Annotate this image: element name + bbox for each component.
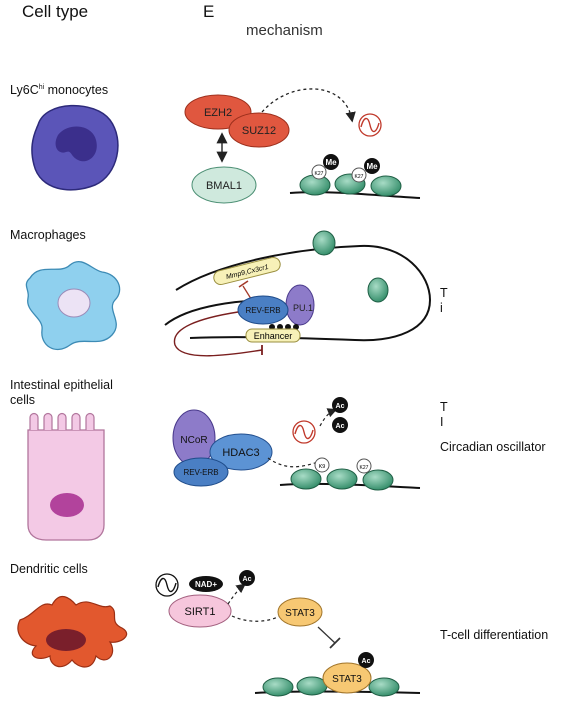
k27-label-1: K27 bbox=[315, 171, 324, 177]
suz12-protein: SUZ12 bbox=[228, 112, 290, 148]
sirt1-protein: SIRT1 bbox=[168, 594, 232, 628]
right-label-row3-c: Circadian oscillator bbox=[440, 440, 546, 454]
cell-label-intestinal-line1: Intestinal epithelial bbox=[10, 378, 113, 392]
k9-label: K9 bbox=[319, 464, 326, 470]
nad-badge: NAD+ bbox=[189, 576, 223, 592]
ezh2-label: EZH2 bbox=[204, 107, 232, 119]
dashed-arrow-row4 bbox=[227, 583, 246, 605]
ac-label-row4-2: Ac bbox=[362, 658, 371, 665]
nucleosomes-row3 bbox=[290, 468, 394, 491]
ac-label-row3-2: Ac bbox=[336, 423, 345, 430]
suz12-label: SUZ12 bbox=[242, 125, 276, 137]
cell-label-macrophages: Macrophages bbox=[10, 228, 86, 242]
ac-mark-row3-1: Ac bbox=[332, 397, 348, 413]
k27-label-2: K27 bbox=[355, 174, 364, 180]
me-label-1: Me bbox=[325, 158, 337, 167]
cell-label-monocytes-main: Ly6C bbox=[10, 83, 39, 98]
stat3-protein-2: STAT3 bbox=[322, 662, 372, 694]
k27-label-row3: K27 bbox=[360, 465, 369, 471]
histone-mark-k27-1: K27 bbox=[311, 164, 327, 180]
mechanism-header: mechanism bbox=[246, 22, 323, 39]
oscillation-icon-row3 bbox=[292, 420, 316, 444]
rev-erb-label-row2: REV-ERB bbox=[245, 306, 280, 315]
bmal1-label: BMAL1 bbox=[206, 180, 242, 192]
nad-label: NAD+ bbox=[195, 580, 217, 589]
epithelial-cell bbox=[27, 412, 105, 541]
macrophage-cell bbox=[25, 260, 121, 351]
right-label-row2-a: T bbox=[440, 286, 448, 300]
stat3-label-1: STAT3 bbox=[285, 608, 315, 619]
dashed-arrow-row3 bbox=[319, 408, 338, 427]
inhibition-icon-row4 bbox=[317, 626, 336, 644]
rev-erb-protein-row3: REV-ERB bbox=[173, 457, 229, 487]
right-label-row2-b: i bbox=[440, 301, 443, 315]
inhibition-bar bbox=[238, 280, 249, 288]
ncor-label: NCoR bbox=[180, 435, 207, 446]
cell-label-monocytes: Ly6Chi monocytes bbox=[10, 80, 108, 98]
histone-mark-k27-row3: K27 bbox=[356, 458, 372, 474]
stat3-label-2: STAT3 bbox=[332, 674, 362, 685]
me-mark-2: Me bbox=[364, 158, 380, 174]
me-mark-1: Me bbox=[323, 154, 339, 170]
me-label-2: Me bbox=[366, 162, 378, 171]
right-label-row4: T-cell differentiation bbox=[440, 628, 549, 642]
rev-erb-protein-row2: REV-ERB bbox=[237, 295, 289, 325]
bmal1-protein: BMAL1 bbox=[191, 166, 257, 204]
sirt1-label: SIRT1 bbox=[185, 606, 216, 618]
ac-mark-row4-2: Ac bbox=[358, 652, 374, 668]
cell-label-intestinal-line2: cells bbox=[10, 393, 36, 407]
pu1-label: PU.1 bbox=[293, 303, 313, 313]
ac-label-row3-1: Ac bbox=[336, 403, 345, 410]
enhancer-box: Enhancer bbox=[245, 328, 301, 343]
stat3-protein-1: STAT3 bbox=[277, 597, 323, 627]
nucleosomes-row2 bbox=[312, 230, 389, 303]
ncor-protein: NCoR bbox=[172, 409, 216, 467]
dashed-link-row4 bbox=[231, 615, 281, 622]
enhancer-label: Enhancer bbox=[254, 331, 293, 341]
rev-erb-label-row3: REV-ERB bbox=[183, 468, 218, 477]
dendritic-cell bbox=[17, 595, 128, 668]
ac-mark-row3-2: Ac bbox=[332, 417, 348, 433]
right-label-row3-b: I bbox=[440, 415, 444, 429]
ac-label-row4-1: Ac bbox=[243, 576, 252, 583]
nucleosomes-row4 bbox=[262, 676, 400, 697]
histone-mark-k27-2: K27 bbox=[351, 167, 367, 183]
dashed-link-row3 bbox=[267, 457, 319, 468]
monocyte-cell bbox=[31, 104, 119, 191]
hdac3-label: HDAC3 bbox=[222, 447, 259, 459]
oscillation-icon bbox=[358, 113, 382, 137]
dashed-arrow-icon bbox=[261, 88, 356, 123]
pu1-protein: PU.1 bbox=[285, 284, 315, 326]
cell-label-dendritic: Dendritic cells bbox=[10, 562, 88, 576]
hdac3-protein: HDAC3 bbox=[209, 433, 273, 471]
ac-mark-row4-1: Ac bbox=[239, 570, 255, 586]
inhibition-bar-row4 bbox=[329, 637, 341, 649]
oscillation-icon-row4 bbox=[155, 573, 179, 597]
column-header-letter: E bbox=[203, 2, 215, 21]
cell-type-header: Cell type bbox=[22, 2, 89, 21]
cell-label-monocytes-sup: hi bbox=[38, 84, 45, 91]
repression-loop bbox=[173, 311, 263, 357]
right-label-row3-a: T bbox=[440, 400, 448, 414]
histone-mark-k9: K9 bbox=[314, 457, 330, 473]
cell-label-monocytes-rest: monocytes bbox=[44, 83, 109, 98]
